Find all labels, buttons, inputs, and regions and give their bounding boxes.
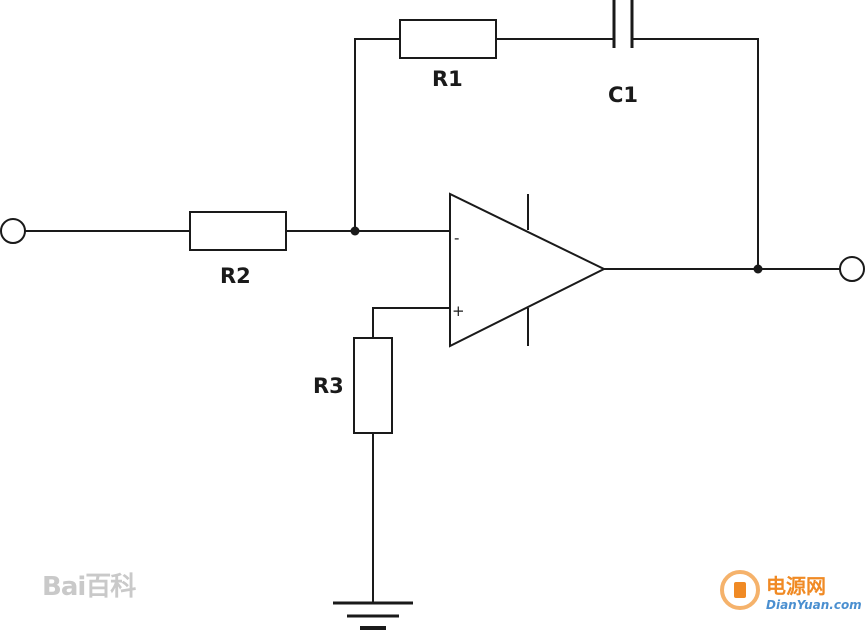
- resistor-r1: [399, 19, 497, 59]
- dianyuan-logo-icon: [720, 570, 760, 610]
- baidu-watermark: Bai百科: [42, 572, 136, 602]
- input-terminal: [0, 218, 26, 244]
- dianyuan-en-text: DianYuan.com: [766, 598, 862, 612]
- junction-output-node: [753, 264, 763, 274]
- inverting-input-sign: -: [454, 229, 459, 247]
- non-inverting-input-wire: [372, 307, 450, 338]
- label-c1: C1: [608, 83, 638, 107]
- non-inverting-input-sign: +: [452, 302, 465, 320]
- feedback-left-wire: [354, 38, 400, 231]
- feedback-right-wire: [632, 38, 759, 269]
- dianyuan-watermark: 电源网 DianYuan.com: [720, 570, 862, 620]
- op-amp-triangle: [449, 192, 607, 348]
- resistor-r2: [189, 211, 287, 251]
- resistor-r3: [353, 337, 393, 434]
- output-terminal: [839, 256, 865, 282]
- label-r1: R1: [432, 67, 463, 91]
- dianyuan-cn-text: 电源网: [766, 574, 826, 598]
- label-r3: R3: [313, 374, 344, 398]
- label-r2: R2: [220, 264, 251, 288]
